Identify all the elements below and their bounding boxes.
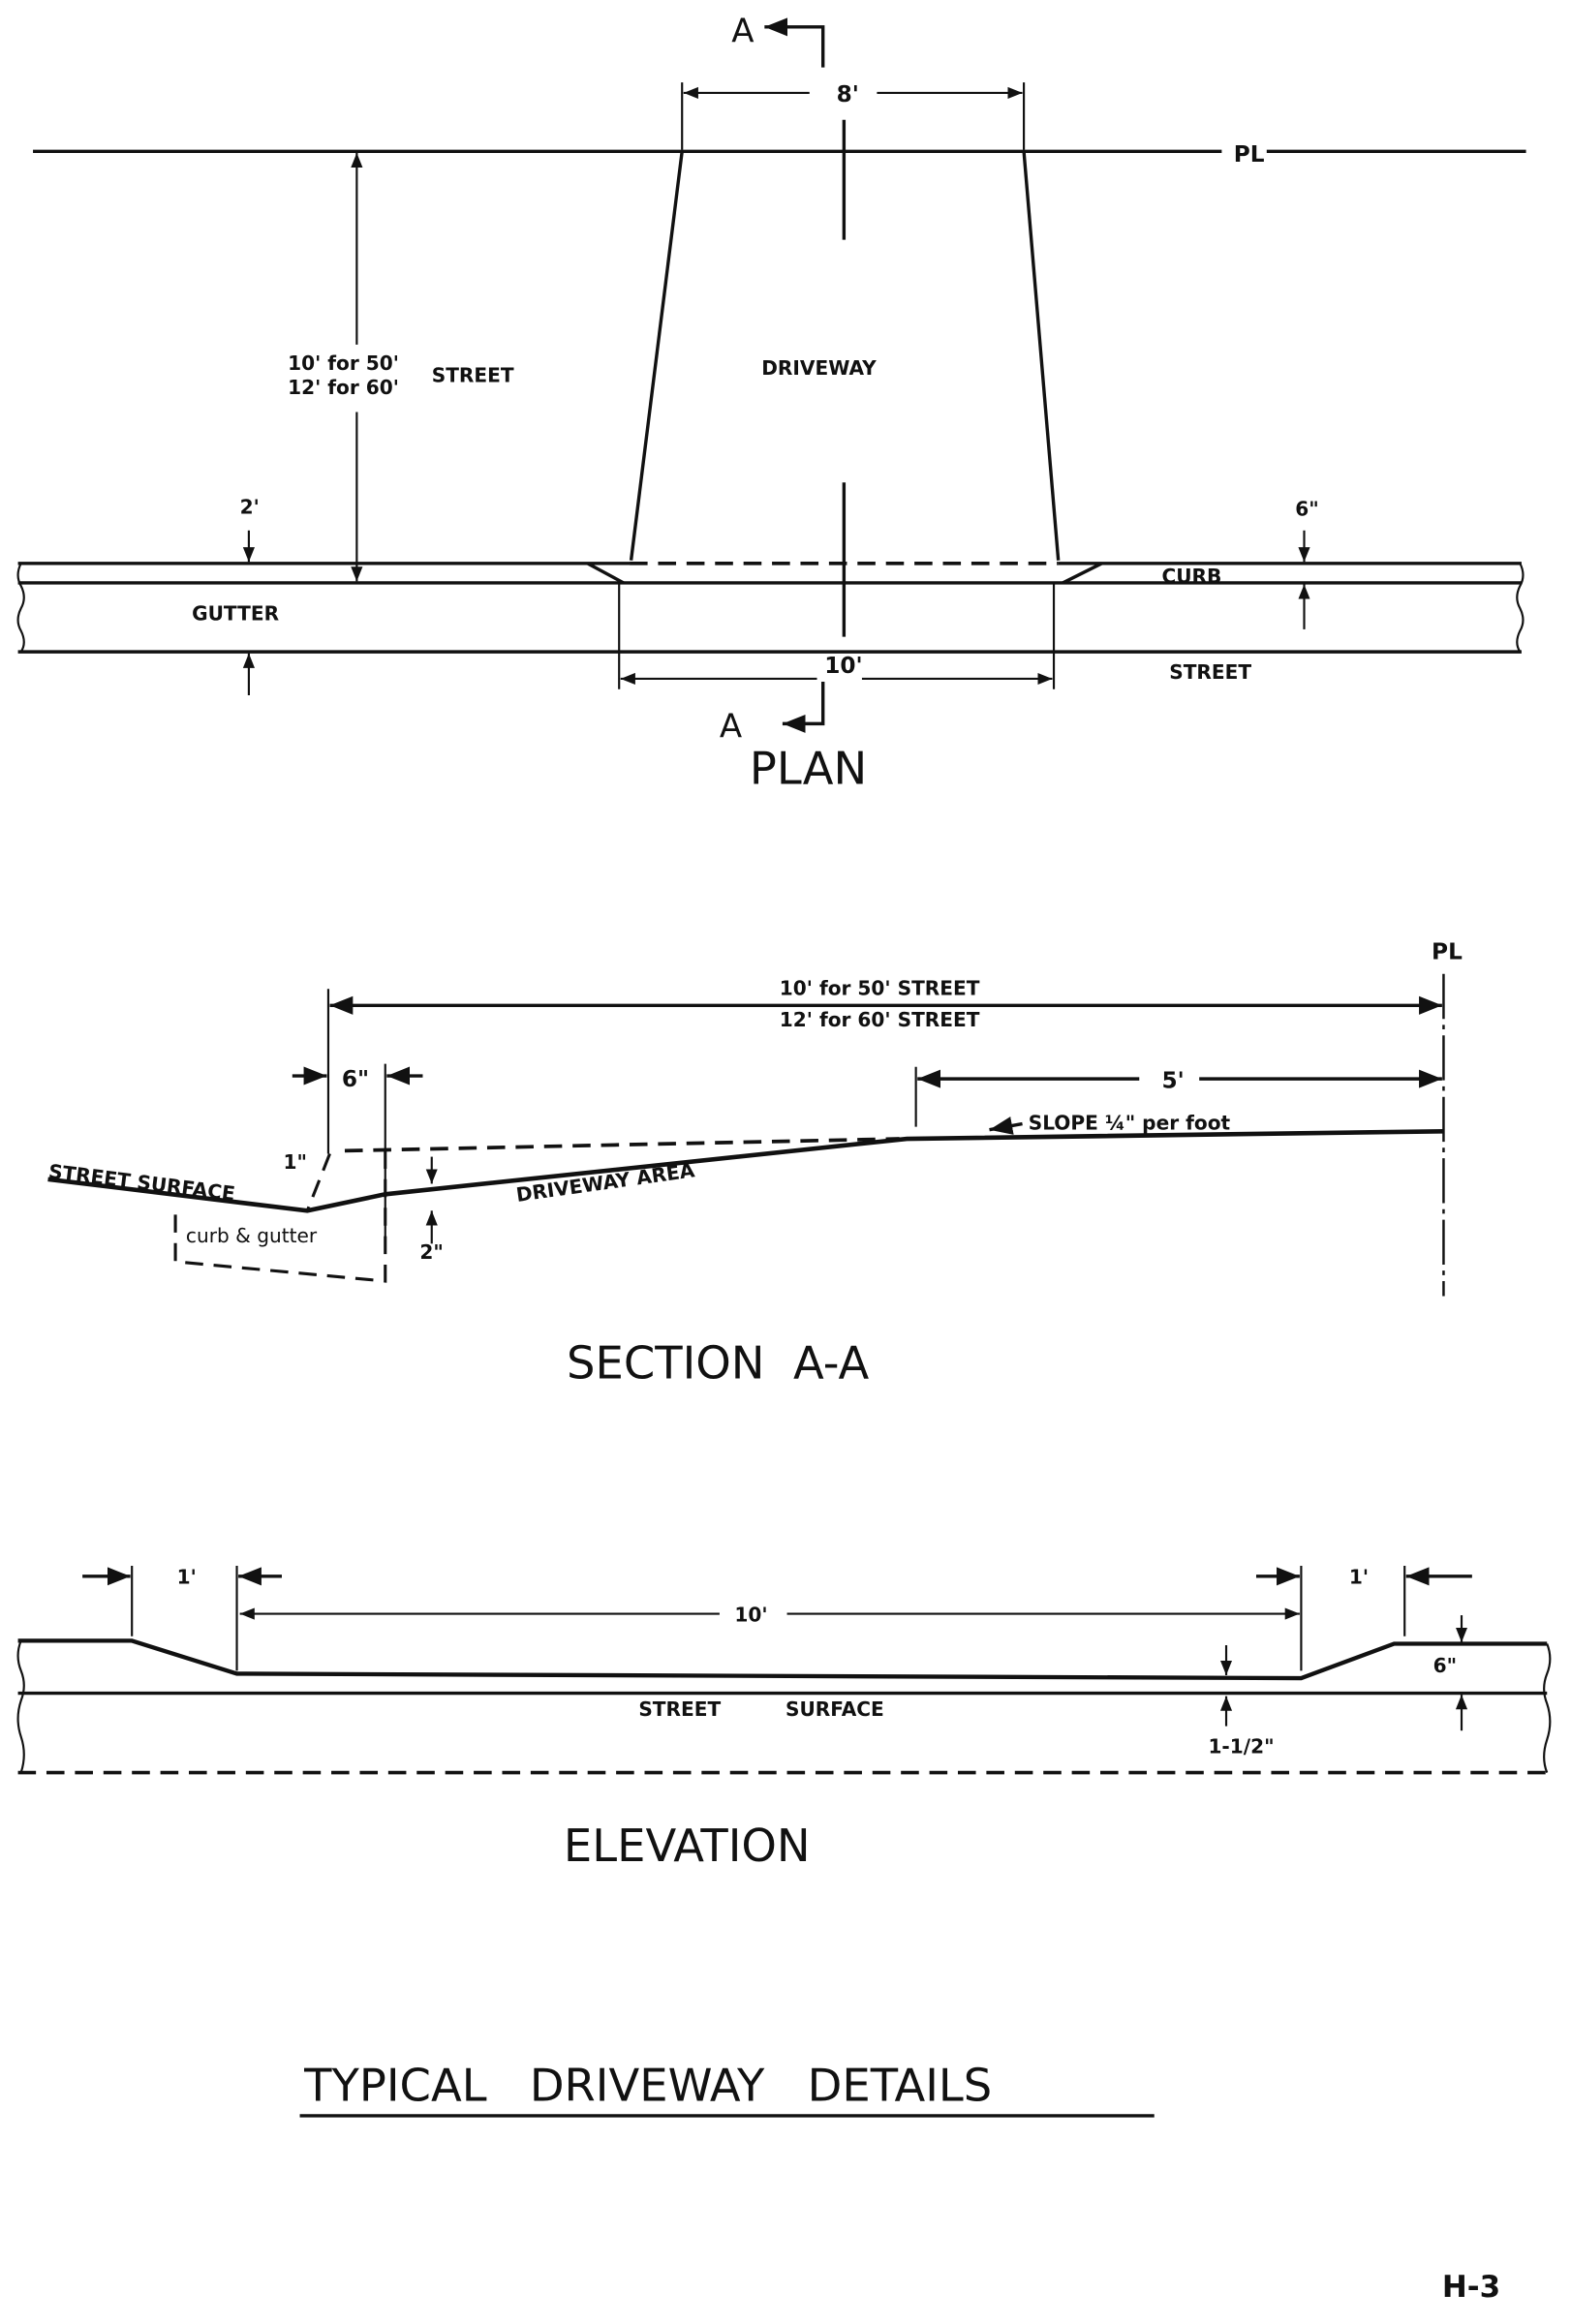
lip-height: 1-1/2" — [1208, 1734, 1274, 1758]
section-arrow-bottom — [782, 682, 825, 733]
plan-title: PLAN — [750, 742, 867, 794]
distance-text-2: 12' for 60' STREET — [780, 1008, 980, 1031]
curb-transition-right — [1062, 562, 1103, 585]
section-marker-top: A — [731, 12, 754, 50]
gutter-label: GUTTER — [192, 602, 279, 626]
width-at-property-line: 8' — [837, 81, 859, 107]
left-transition: 1' — [177, 1566, 197, 1589]
driveway-edge-right — [1022, 151, 1061, 561]
driveway-edge-left — [629, 151, 684, 561]
elevation-curb-height: 6" — [1433, 1654, 1457, 1677]
street-surface-label: STREET SURFACE — [47, 1159, 236, 1205]
break-line-left — [16, 563, 25, 653]
section-marker-bottom: A — [720, 707, 742, 746]
setback-text-1: 10' for 50' — [288, 352, 399, 375]
street-label-2: SURFACE — [786, 1697, 884, 1721]
section-title: SECTION A-A — [567, 1337, 869, 1390]
curb-gutter-outline — [173, 1150, 387, 1283]
setback-street: STREET — [432, 364, 514, 387]
original-curb-line — [344, 1137, 900, 1153]
elevation-view: 1' 10' 1' STREET SURFACE 1-1/2" 6" ELEVA… — [16, 1566, 1552, 1872]
plan-view: A 8' PL 10' for 50' 12' for 60' STREET D… — [16, 12, 1526, 794]
curb-width: 6" — [342, 1066, 369, 1092]
setback-text-2: 12' for 60' — [288, 376, 399, 399]
street-label: STREET — [1169, 660, 1251, 684]
break-line-right — [1543, 1643, 1552, 1773]
page-number: H-3 — [1442, 2270, 1500, 2305]
street-label-1: STREET — [638, 1697, 721, 1721]
break-line-left — [16, 1639, 25, 1773]
sheet-title: TYPICAL DRIVEWAY DETAILS — [303, 2059, 992, 2111]
curb-top-profile — [17, 1638, 1548, 1681]
curb-transition-left — [586, 562, 625, 585]
slope-label: SLOPE ¼" per foot — [1029, 1112, 1231, 1135]
property-line-label: PL — [1234, 141, 1265, 168]
break-line-right — [1516, 563, 1525, 653]
depth-label: 2" — [419, 1240, 443, 1264]
section-arrow-top — [764, 17, 825, 68]
driveway-area-label: DRIVEWAY AREA — [514, 1158, 696, 1207]
right-transition: 1' — [1349, 1566, 1369, 1589]
elevation-width: 10' — [734, 1603, 767, 1626]
flat-length: 5' — [1161, 1067, 1184, 1093]
distance-text-1: 10' for 50' STREET — [780, 976, 980, 999]
slope-arrow — [989, 1116, 1023, 1135]
curb-gutter-label: curb & gutter — [186, 1224, 318, 1247]
driveway-label: DRIVEWAY — [761, 356, 877, 380]
curb-height: 6" — [1295, 497, 1318, 520]
section-property-line-label: PL — [1432, 938, 1463, 964]
elevation-title: ELEVATION — [564, 1819, 811, 1872]
lip-label: 1" — [284, 1150, 307, 1174]
width-at-curb: 10' — [824, 653, 862, 679]
gutter-width: 2' — [240, 496, 260, 519]
section-view: PL 10' for 50' STREET 12' for 60' STREET… — [47, 938, 1463, 1389]
curb-label: CURB — [1161, 565, 1221, 588]
